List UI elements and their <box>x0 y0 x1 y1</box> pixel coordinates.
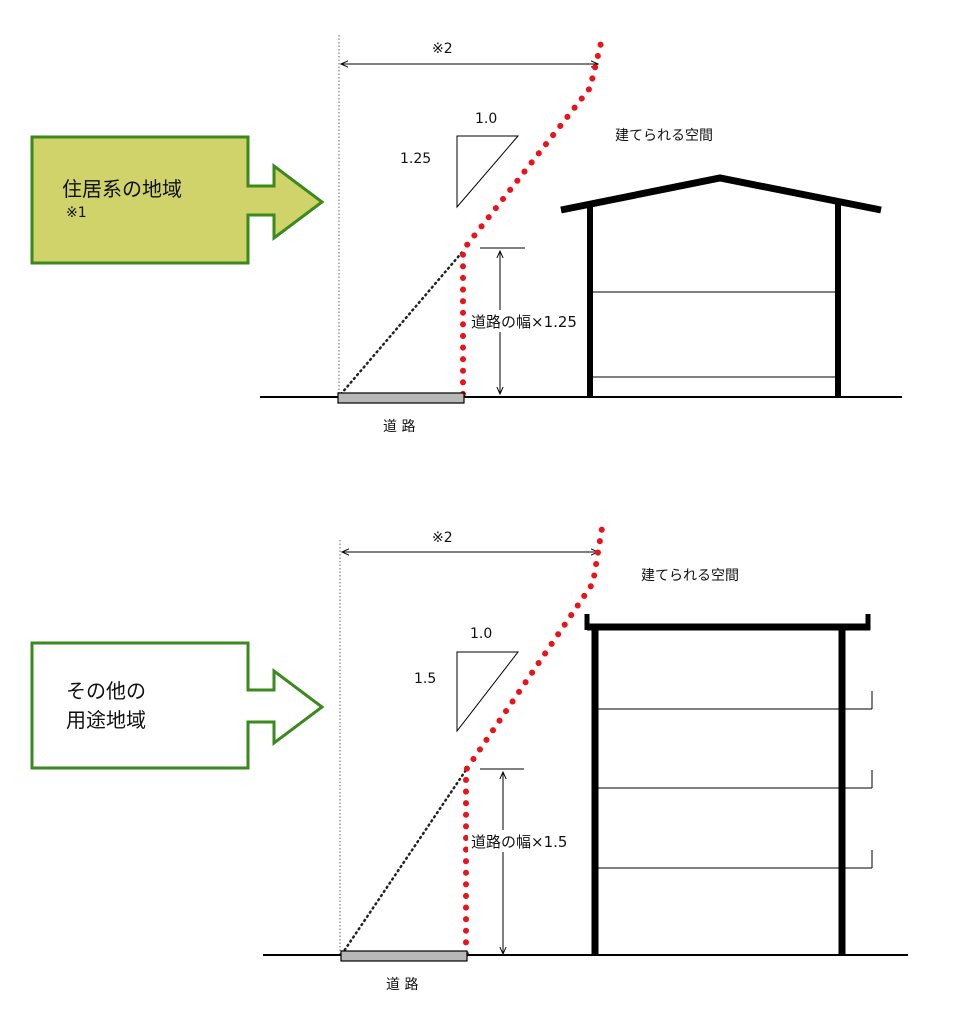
residential-zone-panel: 住居系の地域 ※1 ※2 1.0 1.25 道路の幅×1.25 建てられる空間 <box>30 35 902 435</box>
buildable-space-label: 建てられる空間 <box>641 568 739 584</box>
slope-ratio-triangle <box>456 135 520 209</box>
road-label: 道 路 <box>383 419 415 435</box>
setback-envelope-line <box>463 525 605 957</box>
road <box>340 950 468 962</box>
height-label-bg <box>468 830 608 852</box>
ratio-run-label: 1.0 <box>470 626 492 642</box>
zone-title-line2: 用途地域 <box>66 708 146 732</box>
residential-zone-arrow <box>30 135 325 265</box>
slope-projection-line <box>340 768 468 956</box>
slope-projection-line <box>339 248 466 396</box>
road-label: 道 路 <box>386 977 418 993</box>
zone-title-line1: その他の <box>66 679 146 703</box>
road <box>337 392 465 404</box>
ratio-rise-label: 1.5 <box>414 671 436 687</box>
height-label: 道路の幅×1.5 <box>471 833 567 851</box>
buildable-space-label: 建てられる空間 <box>615 128 713 144</box>
ratio-rise-label: 1.25 <box>400 151 431 167</box>
height-label-bg <box>468 310 612 332</box>
setback-envelope-line <box>460 40 604 397</box>
zone-note: ※1 <box>66 205 87 221</box>
slope-ratio-triangle <box>456 651 520 733</box>
height-label: 道路の幅×1.25 <box>471 313 577 331</box>
other-zone-arrow <box>30 641 325 770</box>
span-note: ※2 <box>432 41 453 57</box>
ratio-run-label: 1.0 <box>475 111 497 127</box>
house-building <box>560 174 882 397</box>
span-note: ※2 <box>432 530 453 546</box>
other-zone-panel: その他の 用途地域 ※2 1.0 1.5 道路の幅×1.5 建てられる空間 <box>30 525 908 993</box>
zone-title: 住居系の地域 <box>62 177 182 201</box>
apartment-building <box>584 614 873 955</box>
